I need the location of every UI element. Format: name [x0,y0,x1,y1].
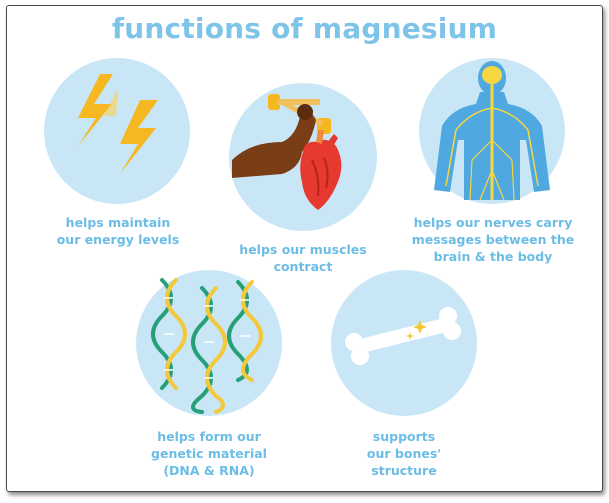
bones-label-line-3: structure [371,463,437,478]
nerves-label: helps our nerves carry messages between … [407,214,579,265]
energy-label-line-2: our energy levels [56,232,180,247]
muscles-label: helps our muscles contract [221,241,385,275]
bones-label-line-2: our bones' [366,446,442,461]
energy-label: helps maintain our energy levels [38,214,198,248]
muscles-label-line-2: contract [273,259,333,274]
nerves-label-line-1: helps our nerves carry [413,215,573,230]
nerves-label-line-3: brain & the body [433,249,553,264]
genetic-label: helps form our genetic material (DNA & R… [129,428,289,479]
bones-label: supports our bones' structure [324,428,484,479]
bones-label-line-1: supports [372,429,436,444]
muscles-label-line-1: helps our muscles [239,242,367,257]
energy-circle [44,58,190,204]
nerves-label-line-2: messages between the [411,232,575,247]
genetic-label-line-1: helps form our [157,429,261,444]
page-title: functions of magnesium [111,12,498,45]
energy-label-line-1: helps maintain [65,215,171,230]
genetic-label-line-3: (DNA & RNA) [163,463,255,478]
genetic-label-line-2: genetic material [151,446,267,461]
